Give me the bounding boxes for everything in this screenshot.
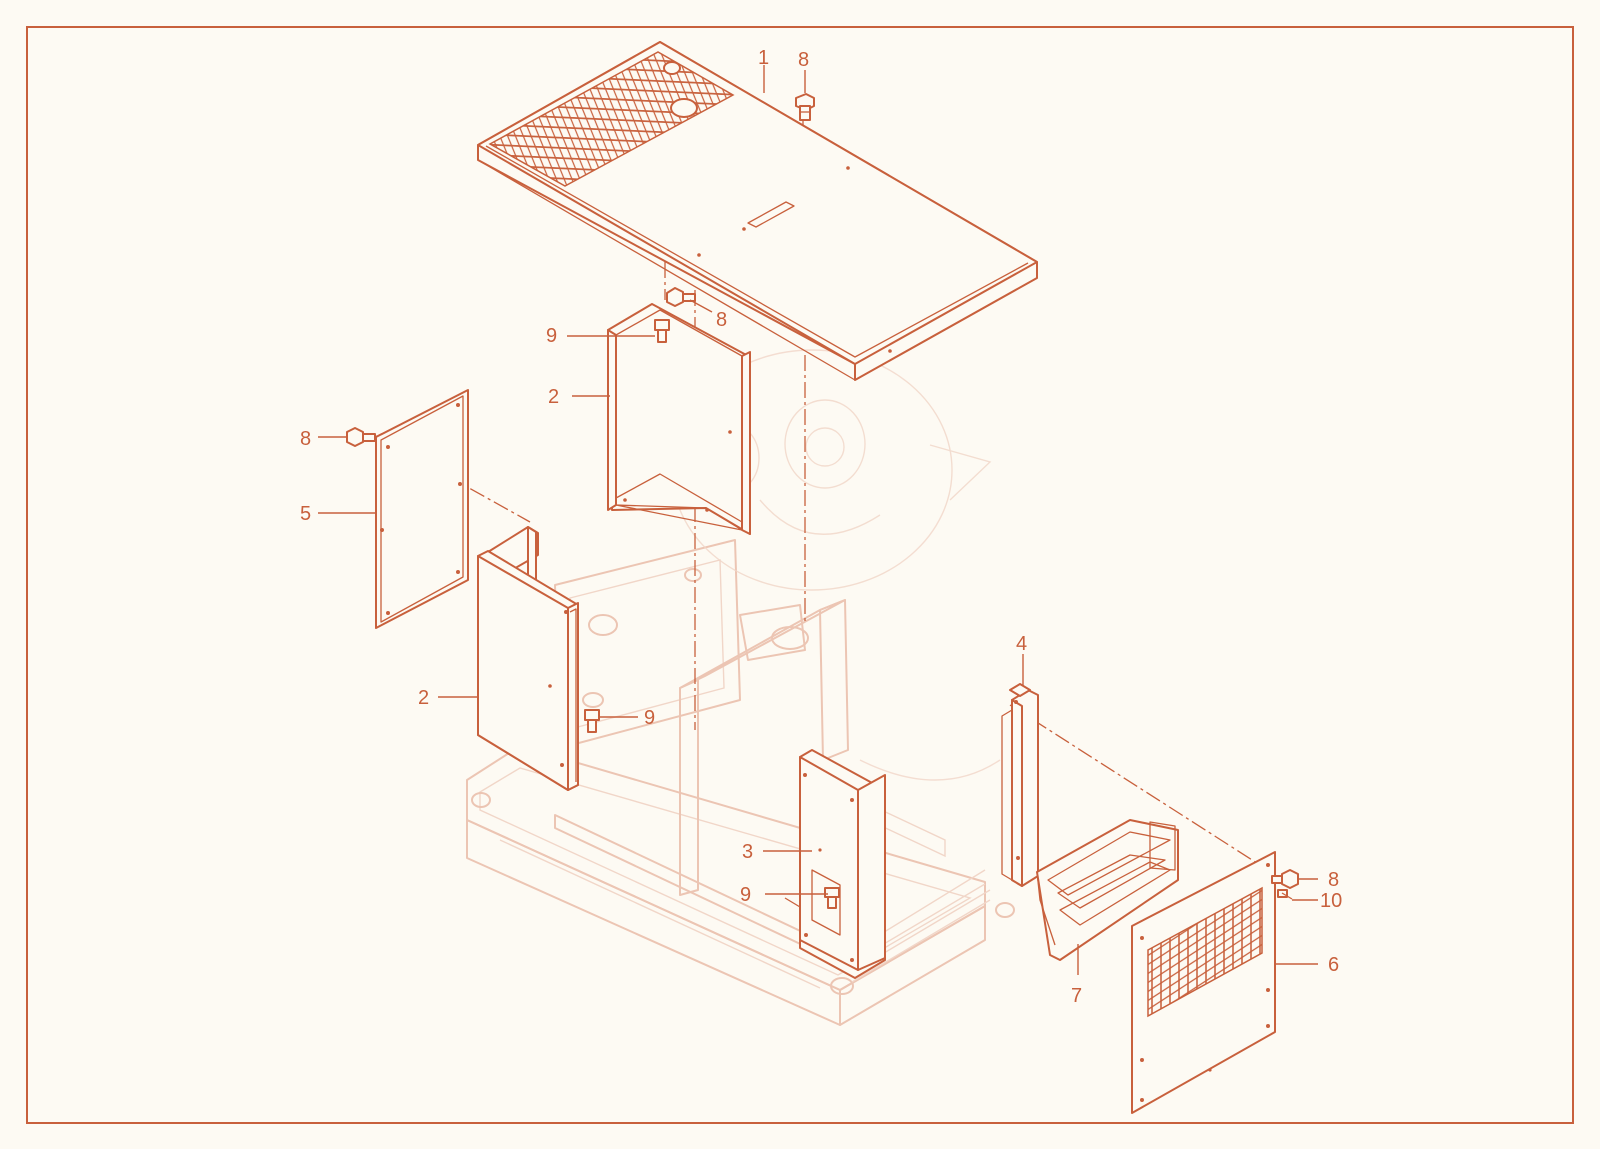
- callout-leaders: [318, 65, 1318, 975]
- screw-right: [1271, 869, 1299, 889]
- callout-screw-upper-side: 8: [716, 309, 727, 331]
- side-panel-upper: [607, 303, 751, 535]
- callout-fastener-right: 10: [1320, 890, 1342, 912]
- side-panel-lower: [477, 526, 579, 791]
- screw-left: [346, 427, 376, 447]
- callout-screw-top: 8: [798, 49, 809, 71]
- callout-side-panel-upper: 2: [548, 386, 559, 408]
- clip-front: [824, 887, 840, 909]
- callout-screw-right: 8: [1328, 869, 1339, 891]
- clip-upper: [654, 319, 670, 343]
- side-cover-left: [375, 389, 469, 629]
- callout-clip-front: 9: [740, 884, 751, 906]
- screw-upper-side: [666, 287, 696, 307]
- bracket: [1001, 683, 1039, 887]
- callout-bracket: 4: [1016, 633, 1027, 655]
- fastener-right: [1277, 889, 1293, 900]
- callout-side-panel-lower: 2: [418, 687, 429, 709]
- callout-clip-middle: 9: [644, 707, 655, 729]
- rear-grille-panel: [1131, 851, 1276, 1114]
- diagram-frame: [26, 26, 1574, 1124]
- base-frame-ghost: [466, 349, 1015, 1026]
- clip-middle: [584, 709, 600, 733]
- callout-front-panel: 3: [742, 841, 753, 863]
- front-panel: [784, 749, 886, 979]
- callout-side-cover-left: 5: [300, 503, 311, 525]
- callout-clip-upper: 9: [546, 325, 557, 347]
- callout-rear-grille-panel: 6: [1328, 954, 1339, 976]
- top-panel: [477, 41, 1038, 381]
- callout-labels: 1 8 8 9 2 8 5 2 9 3 9 4 8 10 6 7: [300, 47, 1342, 1007]
- screw-top: [795, 93, 815, 121]
- callout-drip-tray: 7: [1071, 985, 1082, 1007]
- callout-screw-left: 8: [300, 428, 311, 450]
- callout-top-panel: 1: [758, 47, 769, 69]
- drip-tray: [1036, 819, 1179, 961]
